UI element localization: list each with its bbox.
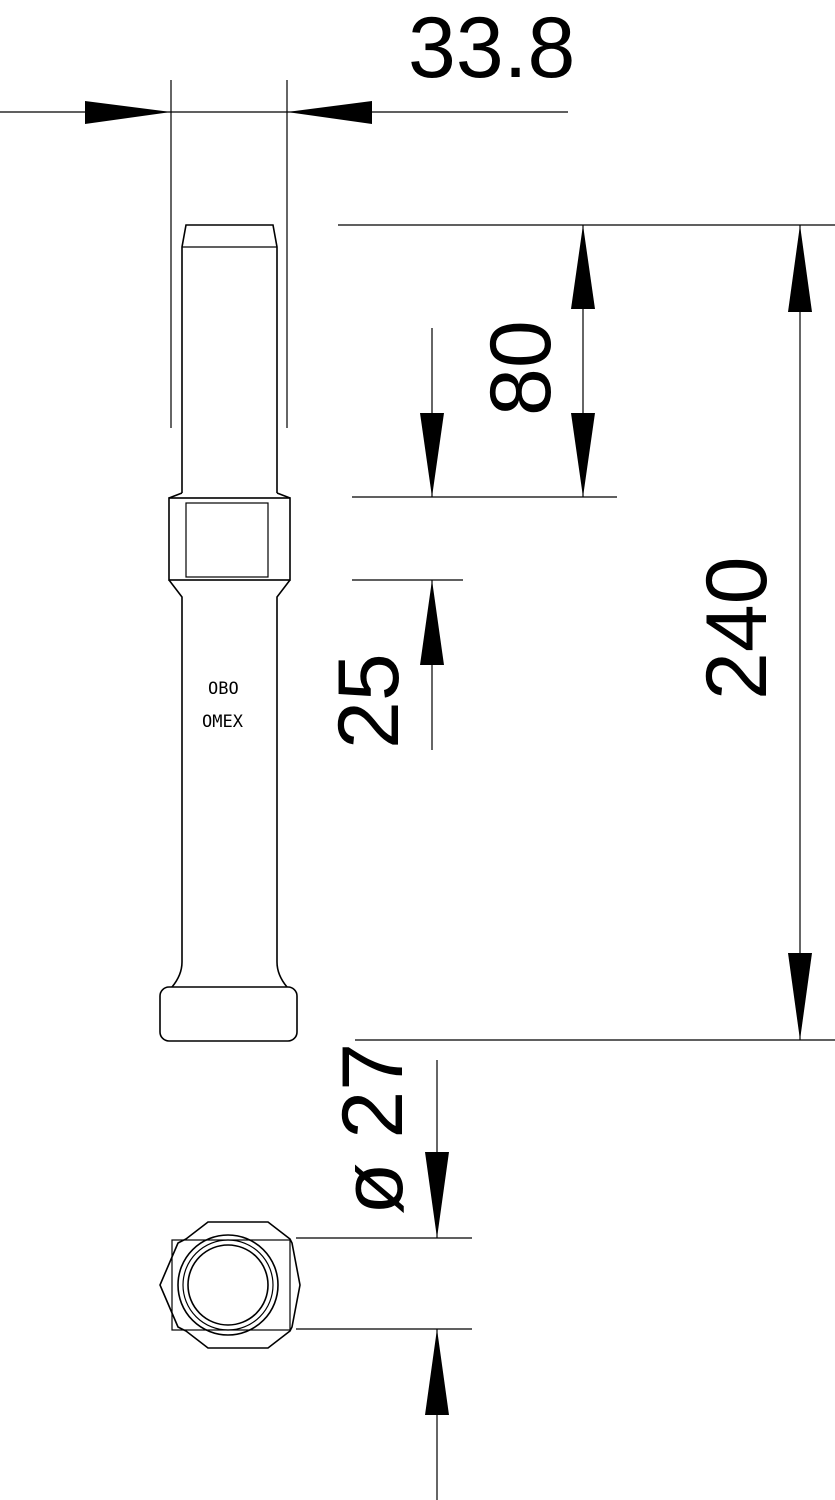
tool-base-cap [159, 986, 298, 1042]
dimension-square-length: 25 [321, 328, 463, 750]
tool-square-section [168, 497, 291, 581]
dimension-diameter-label: ø 27 [325, 1043, 421, 1215]
stamp-line-1: OBO [208, 679, 239, 699]
arrow-total-top [788, 225, 812, 312]
arrow-upper-bottom [571, 413, 595, 497]
tool-lower-shaft [168, 579, 291, 988]
dimension-upper-length: 80 [352, 225, 617, 498]
tool-bottom-outline [159, 1221, 301, 1349]
stamp-line-2: OMEX [202, 712, 244, 732]
arrow-square-bottom [420, 580, 444, 665]
tool-bottom-view [159, 1221, 301, 1349]
dimension-upper-label: 80 [473, 320, 569, 416]
dimension-total-label: 240 [689, 557, 785, 701]
tool-bottom-ring-inner [187, 1244, 269, 1326]
dimension-square-label: 25 [321, 653, 417, 749]
dimension-diameter: ø 27 [296, 1043, 472, 1500]
arrow-width-right [287, 101, 372, 124]
arrow-diameter-bottom [425, 1329, 449, 1415]
tool-bottom-ring-outer [177, 1234, 279, 1336]
arrow-diameter-top [425, 1152, 449, 1238]
arrow-upper-top [571, 225, 595, 309]
arrow-square-top [420, 413, 444, 497]
dimension-total-length: 240 [689, 225, 812, 1040]
dimension-width: 33.8 [0, 0, 575, 428]
arrow-total-bottom [788, 953, 812, 1040]
arrow-width-left [85, 101, 171, 124]
tool-upper-shaft [181, 224, 278, 493]
tool-side-view: OBO OMEX [159, 224, 298, 1042]
dimension-width-label: 33.8 [408, 0, 575, 96]
